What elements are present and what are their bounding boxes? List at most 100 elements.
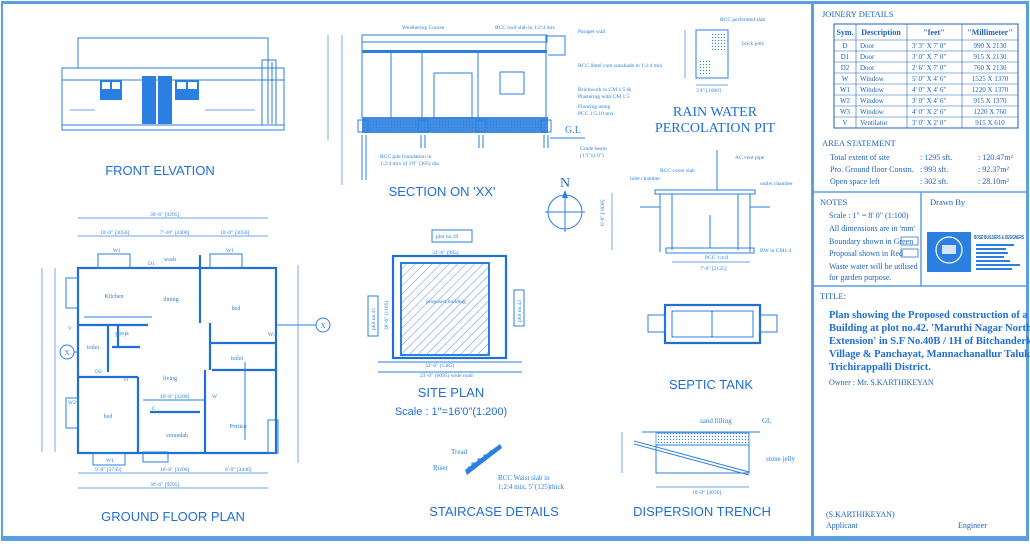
dim-label: 30'-6" [9295] [150, 482, 180, 488]
septic-dim: 7'-0" [2135] [700, 266, 727, 272]
building-label: proposed building [426, 299, 466, 305]
company-name: BOSE BUILDERS & DESIGNERS [974, 235, 1024, 241]
joinery-cell: Door [860, 42, 875, 50]
area-label: Pro. Ground floor Constn. [830, 165, 914, 174]
room-label: Kitchen [105, 294, 124, 300]
section-marker-left: X [64, 349, 69, 357]
door-tag: D [124, 377, 128, 383]
window-tag: W1 [113, 248, 121, 254]
note-line: Proposal shown in Red [829, 249, 903, 258]
note-line: Scale : 1" = 8' 0" (1:100) [829, 211, 909, 220]
room-label: Portico [229, 424, 246, 430]
window-tag: W2 [68, 400, 76, 406]
site-dim: 33'-6" (985) [432, 249, 459, 256]
joinery-cell: Window [860, 108, 885, 116]
pit-note: RCC perforated slab [720, 16, 765, 23]
dim-label: 10'-6" [3200] [160, 394, 190, 400]
note-line: All dimensions are in 'mm' [829, 224, 916, 233]
section-note: Plastering with CM 1:5 [578, 94, 630, 100]
section-note: Flooring using [578, 104, 610, 110]
section-label: SECTION ON 'XX' [389, 184, 496, 199]
rain-water-label: RAIN WATER [673, 105, 758, 120]
joinery-cell: 915 X 2130 [973, 53, 1007, 61]
title-block: TITLE: Plan showing the Proposed constru… [820, 291, 1030, 387]
room-label: toilet [231, 356, 244, 362]
ground-floor-plan: X X Kitchen dining wash bed pooja toilet… [41, 212, 331, 489]
section-note: (1'3"x1'0") [580, 152, 604, 159]
room-label: toilet [87, 345, 100, 351]
joinery-cell: V [842, 119, 847, 127]
stone-label: stone jelly [766, 455, 795, 463]
section-note: RCC pile foundation in [380, 153, 432, 160]
applicant-label: Applicant [826, 521, 858, 530]
dim-label: 9'-0" [2745] [95, 467, 122, 473]
joinery-cell: 915 X 1370 [973, 97, 1007, 105]
rain-water-pit: RCC perforated slab brick jelly 3'4" [10… [684, 16, 765, 94]
septic-dim: 6'-0" [1830] [600, 199, 606, 226]
joinery-cell: W2 [840, 97, 851, 105]
cupboard-tag: C [152, 406, 156, 412]
joinery-cell: Window [860, 97, 885, 105]
septic-note: outlet chamber [760, 181, 793, 187]
note-line: for garden purpose. [829, 273, 891, 282]
joinery-cell: 760 X 2130 [973, 64, 1007, 72]
door-tag: D2 [95, 369, 102, 375]
dim-label: 10'-0" [3050] [220, 230, 250, 236]
joinery-cell: 990 X 2130 [973, 42, 1007, 50]
road-label: 23'-0" (6095) wide road [420, 372, 473, 379]
sand-label: sand filling [700, 417, 732, 425]
joinery-cell: Window [860, 75, 885, 83]
panel-dividers [814, 191, 1026, 287]
area-label: Total extent of site [830, 153, 890, 162]
room-label: dining [163, 297, 178, 303]
window-tag: W [212, 394, 218, 400]
room-label: bed [104, 414, 113, 420]
title-line: Extension' in S.F No.40B / 1H of Bitchan… [829, 336, 1030, 347]
joinery-cell: W [842, 75, 849, 83]
joinery-cell: Door [860, 64, 875, 72]
door-tag: D1 [148, 261, 155, 267]
joinery-cell: W3 [840, 108, 851, 116]
title-heading: TITLE: [820, 291, 846, 301]
septic-note: BW in CM1:4 [760, 248, 792, 254]
joinery-cell: Door [860, 53, 875, 61]
owner-label: Owner : Mr. S.KARTHIKEYAN [829, 378, 934, 387]
window-tag: W1 [226, 248, 234, 254]
front-elevation-label: FRONT ELVATION [105, 163, 215, 178]
window-tag: W1 [106, 458, 114, 464]
drawn-by-heading: Drawn By [930, 197, 966, 207]
col-header: "Millimeter" [967, 28, 1012, 37]
room-label: bed [232, 306, 241, 312]
dim-label: 10'-0" [3050] [100, 230, 130, 236]
section-note: PCC 1:5:10 mix [578, 111, 614, 117]
joinery-heading: JOINERY DETAILS [822, 9, 894, 19]
septic-note: PCC 1:4:8 [705, 255, 728, 261]
dim-label: 7'-10" [2400] [160, 230, 190, 236]
site-dim: 38'-6" (1165) [383, 301, 390, 330]
joinery-cell: 3' 0" X 4' 6" [912, 97, 946, 105]
section-note: Grade beam [580, 146, 607, 152]
dim-label: 8'-0" [2440] [225, 467, 252, 473]
note-line: Boundary shown in Green [829, 237, 913, 246]
dispersion-trench-label: DISPERSION TRENCH [633, 504, 771, 519]
ventilator-tag: V [68, 326, 72, 332]
section-note: 1:2:4 mix of 1'0" (305) dia [380, 160, 439, 167]
north-label: N [560, 176, 570, 191]
area-sft: : 993 sft. [920, 165, 948, 174]
tread-label: Tread [451, 448, 468, 456]
area-sft: : 302 sft. [920, 177, 948, 186]
septic-note: RCC cover slab [660, 168, 695, 174]
ground-floor-plan-label: GROUND FLOOR PLAN [101, 509, 245, 524]
septic-note: inlet chamber [630, 176, 660, 182]
riser-label: Riser [433, 464, 448, 472]
plot-label: plot no.43 [517, 299, 523, 322]
joinery-cell: 4' 0" X 4' 6" [912, 86, 946, 94]
joinery-cell: 5' 0" X 4' 6" [912, 75, 946, 83]
joinery-cell: 3' 3" X 7' 0" [912, 42, 946, 50]
joinery-cell: D1 [841, 53, 850, 61]
gl-label: G.L [565, 125, 581, 136]
front-elevation [61, 37, 285, 131]
dim-label: 30'-6" [9295] [150, 212, 180, 218]
